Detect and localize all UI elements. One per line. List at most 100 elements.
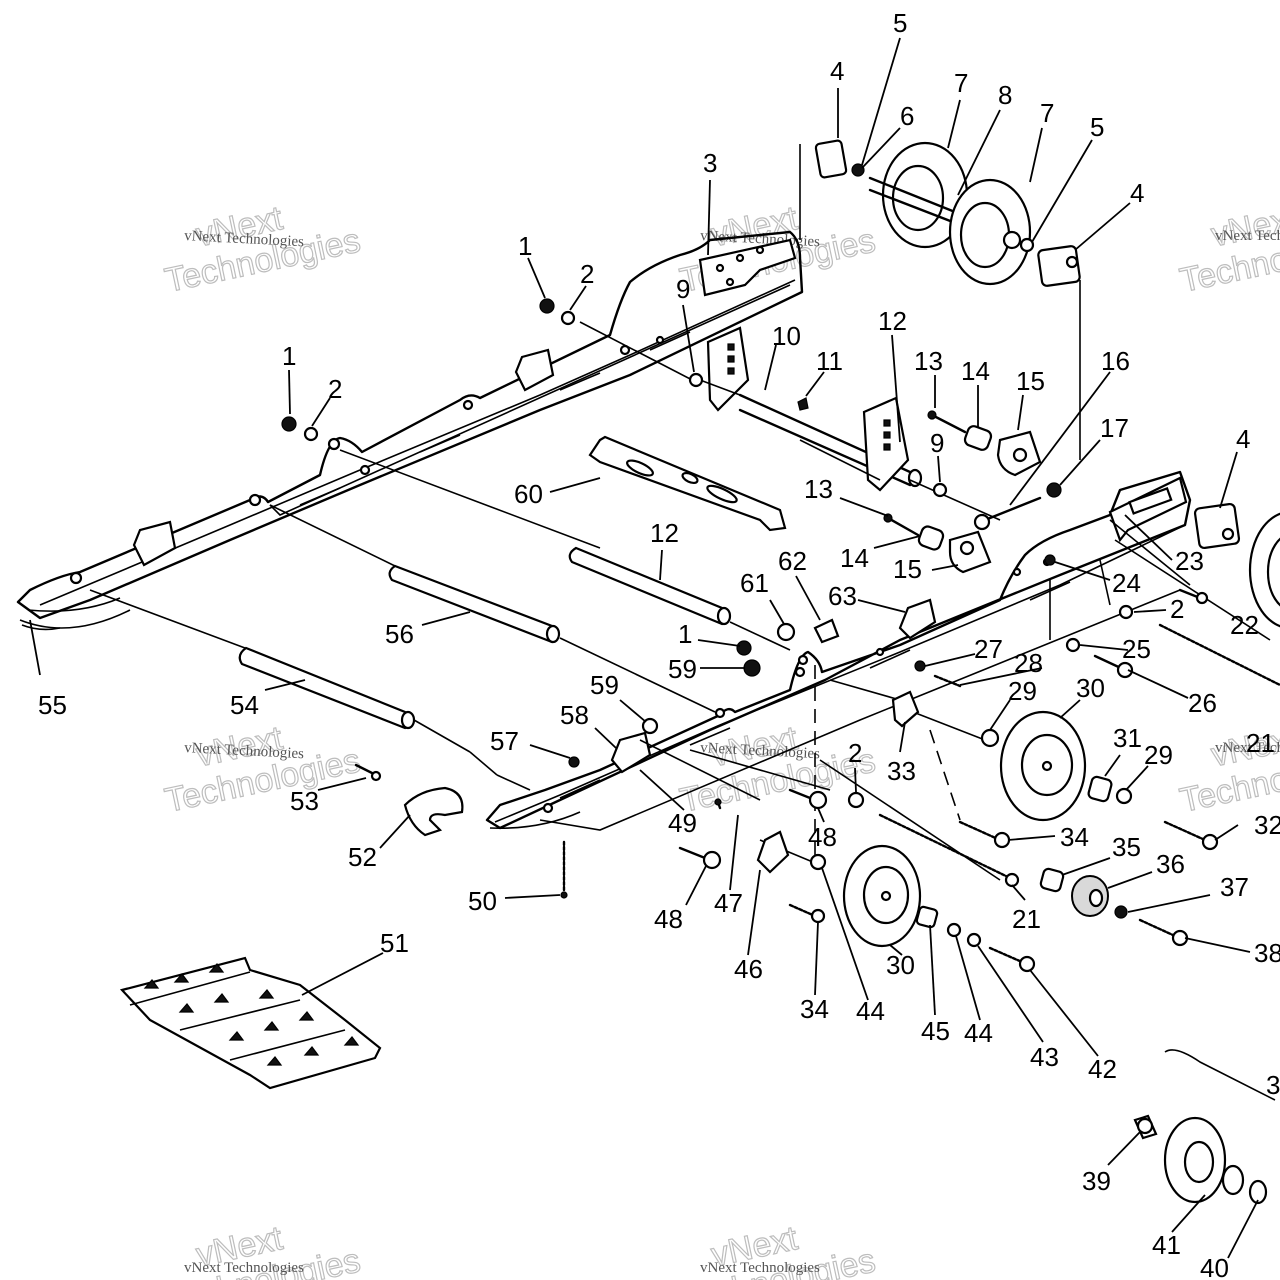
callout-37: 37 [1220, 872, 1249, 902]
callout-43: 43 [1030, 1042, 1059, 1072]
track-segment-51 [119, 956, 382, 1090]
nut-39 [1136, 1117, 1154, 1135]
callout-60: 60 [514, 479, 543, 509]
washer-29a [980, 728, 1000, 748]
setscrew-11 [797, 397, 809, 411]
nut-59a [743, 659, 761, 677]
washer-2c [1118, 604, 1134, 620]
callout-35: 35 [1112, 832, 1141, 862]
callout-15: 15 [1016, 366, 1045, 396]
callout-21: 21 [1012, 904, 1041, 934]
bearing-block-4a [814, 139, 848, 179]
callout-44: 44 [856, 996, 885, 1026]
callout-9: 9 [676, 274, 690, 304]
callout-13: 13 [914, 346, 943, 376]
washer-2b [303, 426, 319, 442]
callout-47: 47 [714, 888, 743, 918]
callout-25: 25 [1122, 634, 1151, 664]
rear-bracket [698, 238, 797, 297]
callout-30: 30 [886, 950, 915, 980]
nut-1c [736, 640, 752, 656]
callout-46: 46 [734, 954, 763, 984]
washer-37 [1114, 905, 1128, 919]
callout-61: 61 [740, 568, 769, 598]
callout-26: 26 [1188, 688, 1217, 718]
slide-block [898, 598, 937, 640]
callout-1: 1 [518, 231, 532, 261]
callout-45: 45 [921, 1016, 950, 1046]
idler-wheel-set [814, 139, 1280, 1205]
callout-3: 3 [1266, 1070, 1280, 1100]
callout-31: 31 [1113, 723, 1142, 753]
callout-11: 11 [816, 346, 843, 376]
callout-34: 34 [800, 994, 829, 1024]
cross-tube-54 [238, 646, 412, 730]
slide-block [514, 348, 555, 392]
callout-29: 29 [1008, 676, 1037, 706]
bracket-33 [891, 690, 920, 728]
callout-56: 56 [385, 619, 414, 649]
callout-15: 15 [893, 554, 922, 584]
callout-16: 16 [1101, 346, 1130, 376]
cross-shafts [238, 326, 923, 730]
nut-1a [539, 298, 555, 314]
callout-1: 1 [282, 341, 296, 371]
shaft-cover-60 [588, 435, 787, 532]
callout-44: 44 [964, 1018, 993, 1048]
callout-62: 62 [778, 546, 807, 576]
bushing-14b [917, 525, 945, 551]
callout-14: 14 [961, 356, 990, 386]
washer-9b [932, 482, 948, 498]
callout-5: 5 [893, 8, 907, 38]
callout-12: 12 [650, 518, 679, 548]
washer-25 [1065, 637, 1081, 653]
callout-2: 2 [1170, 594, 1184, 624]
callout-7: 7 [1040, 98, 1054, 128]
watermark-text: vNext Technologies [1215, 740, 1280, 756]
washer-44a [809, 853, 827, 871]
callout-2: 2 [328, 374, 342, 404]
callout-4: 4 [1236, 424, 1250, 454]
callout-6: 6 [900, 101, 914, 131]
callout-17: 17 [1100, 413, 1129, 443]
washer-2a [560, 310, 576, 326]
watermark-text: vNext Technologies [184, 228, 305, 250]
callout-42: 42 [1088, 1054, 1117, 1084]
watermark-text: vNext Technologies [700, 1260, 820, 1276]
callout-12: 12 [878, 306, 907, 336]
callout-29: 29 [1144, 740, 1173, 770]
callout-7: 7 [954, 68, 968, 98]
bushing-14a [963, 425, 993, 451]
assembly-lines [89, 144, 1271, 881]
callout-9: 9 [930, 428, 944, 458]
callout-24: 24 [1112, 568, 1141, 598]
callout-14: 14 [840, 543, 869, 573]
watermark-text: vNext Technologies [700, 740, 821, 762]
spacer-35 [1039, 867, 1065, 893]
callout-34: 34 [1060, 822, 1089, 852]
callout-49: 49 [668, 808, 697, 838]
callout-40: 40 [1200, 1253, 1229, 1280]
callout-58: 58 [560, 700, 589, 730]
callout-28: 28 [1014, 648, 1043, 678]
callout-54: 54 [230, 690, 259, 720]
callout-57: 57 [490, 726, 519, 756]
washer-24 [1044, 554, 1056, 566]
washer-2d [847, 791, 865, 809]
callout-50: 50 [468, 886, 497, 916]
cross-tube-56 [388, 564, 559, 644]
leader-lines [29, 37, 1259, 1259]
callout-2: 2 [848, 738, 862, 768]
callout-2: 2 [580, 259, 594, 289]
spacer-45 [915, 905, 939, 929]
callout-48: 48 [654, 904, 683, 934]
callout-1: 1 [678, 619, 692, 649]
callout-36: 36 [1156, 849, 1185, 879]
callout-30: 30 [1076, 673, 1105, 703]
nut-17 [1046, 482, 1062, 498]
callout-27: 27 [974, 634, 1003, 664]
callout-39: 39 [1082, 1166, 1111, 1196]
callout-22: 22 [1230, 610, 1259, 640]
callout-48: 48 [808, 822, 837, 852]
washer-44b [946, 922, 962, 938]
